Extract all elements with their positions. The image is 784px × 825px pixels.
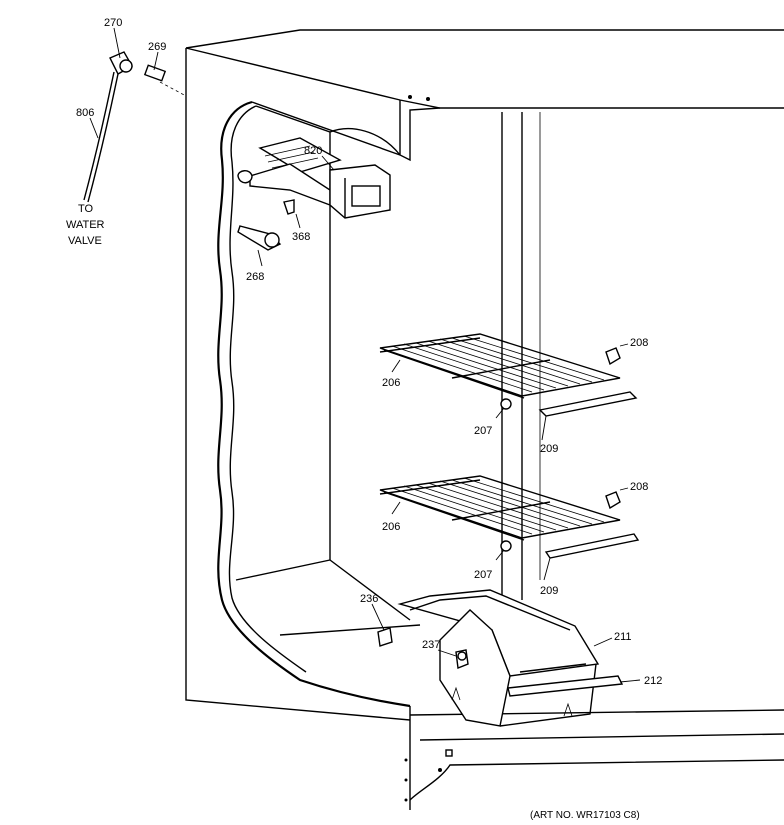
- cabinet-shell: [159, 29, 784, 810]
- leader-lines: [89, 27, 641, 683]
- water-fitting-assembly: [83, 51, 167, 203]
- water-note-line1: TO: [78, 203, 94, 215]
- callout-207-lower: 207: [474, 569, 492, 581]
- callout-labels: 270 269 806 820 368 268 206 207 208 209 …: [66, 17, 662, 821]
- callout-820: 820: [304, 145, 322, 157]
- upper-wire-shelf: [379, 333, 638, 417]
- callout-212: 212: [644, 675, 662, 687]
- callout-236: 236: [360, 593, 378, 605]
- callout-268: 268: [246, 271, 264, 283]
- callout-269: 269: [148, 41, 166, 53]
- callout-208-lower: 208: [630, 481, 648, 493]
- callout-806: 806: [76, 107, 94, 119]
- callout-209-upper: 209: [540, 443, 558, 455]
- water-note-line3: VALVE: [68, 235, 102, 247]
- ice-maker-assembly: [237, 137, 391, 219]
- callout-206-lower: 206: [382, 521, 400, 533]
- callout-211: 211: [614, 631, 632, 643]
- callout-270: 270: [104, 17, 122, 29]
- lower-wire-shelf: [379, 475, 640, 559]
- callout-237: 237: [422, 639, 440, 651]
- water-note-line2: WATER: [66, 219, 105, 231]
- callout-206-upper: 206: [382, 377, 400, 389]
- callout-368: 368: [292, 231, 310, 243]
- callout-209-lower: 209: [540, 585, 558, 597]
- callout-207-upper: 207: [474, 425, 492, 437]
- small-parts-236-237: [377, 627, 469, 669]
- callout-208-upper: 208: [630, 337, 648, 349]
- part-268-bracket: [237, 225, 282, 251]
- art-number: (ART NO. WR17103 C8): [530, 810, 640, 821]
- freezer-bin: [397, 589, 624, 727]
